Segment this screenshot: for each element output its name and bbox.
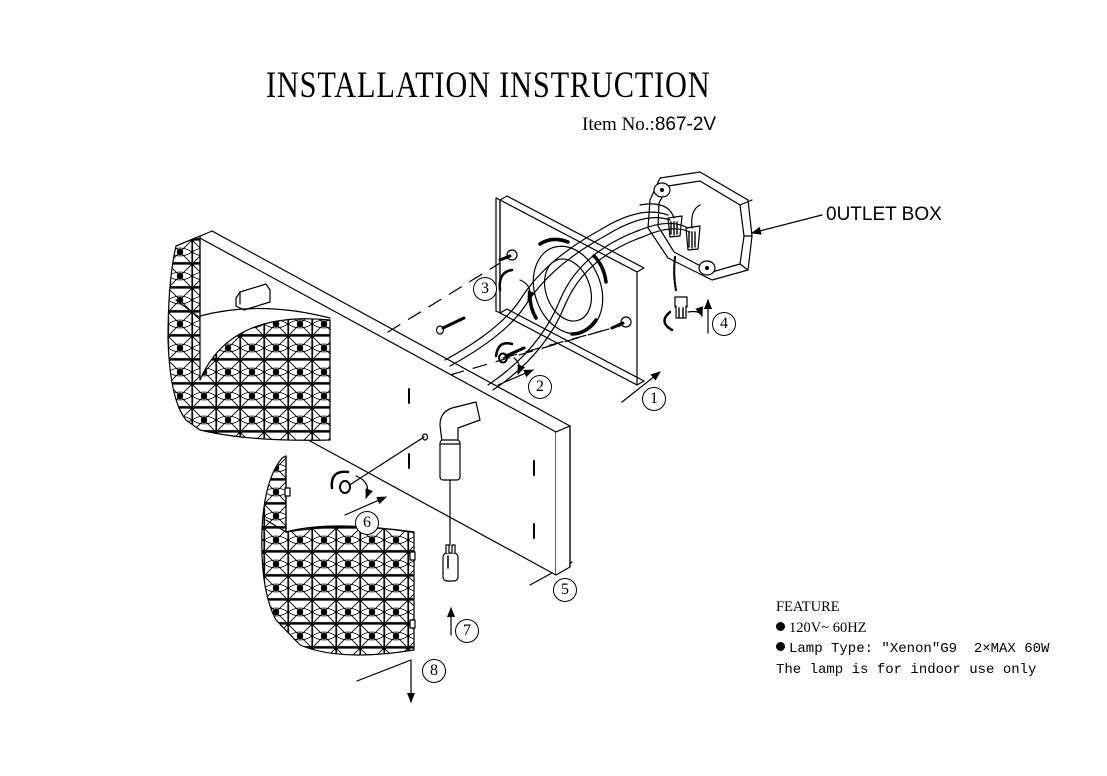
outlet-box-pointer — [751, 214, 823, 235]
step-8-marker: 8 — [422, 659, 446, 683]
screw-icon — [610, 316, 632, 330]
step-4-marker: 4 — [712, 312, 736, 336]
feature-voltage: 120V~ 60HZ — [789, 619, 867, 636]
feature-heading: FEATURE — [776, 599, 840, 615]
lamp-socket-icon — [235, 283, 271, 311]
feature-lamp-row: Lamp Type: "Xenon"G9 2×MAX 60W — [776, 638, 1049, 660]
thumb-screw-icon — [330, 436, 425, 499]
outlet-box — [639, 171, 753, 292]
lamp-socket — [439, 401, 481, 546]
page-title: INSTALLATION INSTRUCTION — [266, 65, 711, 106]
alignment-lines — [387, 262, 621, 376]
item-number: Item No.:867-2V — [582, 114, 716, 136]
outlet-box-label: 0UTLET BOX — [826, 204, 942, 225]
item-number-code: 867-2V — [654, 114, 717, 135]
step-5-marker: 5 — [553, 578, 577, 602]
step-7-marker: 7 — [455, 619, 479, 643]
wire-nut-twist-icon — [663, 296, 703, 332]
crystal-shade-detached — [261, 455, 416, 656]
step-1-marker: 1 — [642, 387, 666, 411]
bullet-icon — [776, 642, 785, 651]
box-mounting-ear-top — [653, 182, 671, 198]
step-2-marker: 2 — [528, 375, 552, 399]
feature-voltage-row: 120V~ 60HZ — [776, 618, 1049, 639]
feature-block: FEATURE 120V~ 60HZ Lamp Type: "Xenon"G9 … — [776, 597, 1049, 680]
step-arrows — [344, 299, 712, 703]
screw-icon — [498, 249, 518, 262]
step-6-marker: 6 — [355, 511, 379, 535]
g9-bulb-icon — [442, 544, 459, 582]
feature-lamp-type: Lamp Type: "Xenon"G9 2×MAX 60W — [789, 641, 1050, 657]
rotate-arrow-icon — [498, 268, 536, 301]
mounting-plate — [495, 195, 645, 386]
step-3-marker: 3 — [473, 277, 497, 301]
box-mounting-ear-bottom — [698, 260, 716, 276]
feature-note: The lamp is for indoor use only — [776, 661, 1037, 678]
bullet-icon — [776, 621, 785, 631]
screw-icon — [435, 316, 466, 335]
crystal-shade-mounted — [167, 235, 331, 441]
item-number-label: Item No.: — [582, 114, 655, 135]
supply-wires — [444, 211, 691, 391]
